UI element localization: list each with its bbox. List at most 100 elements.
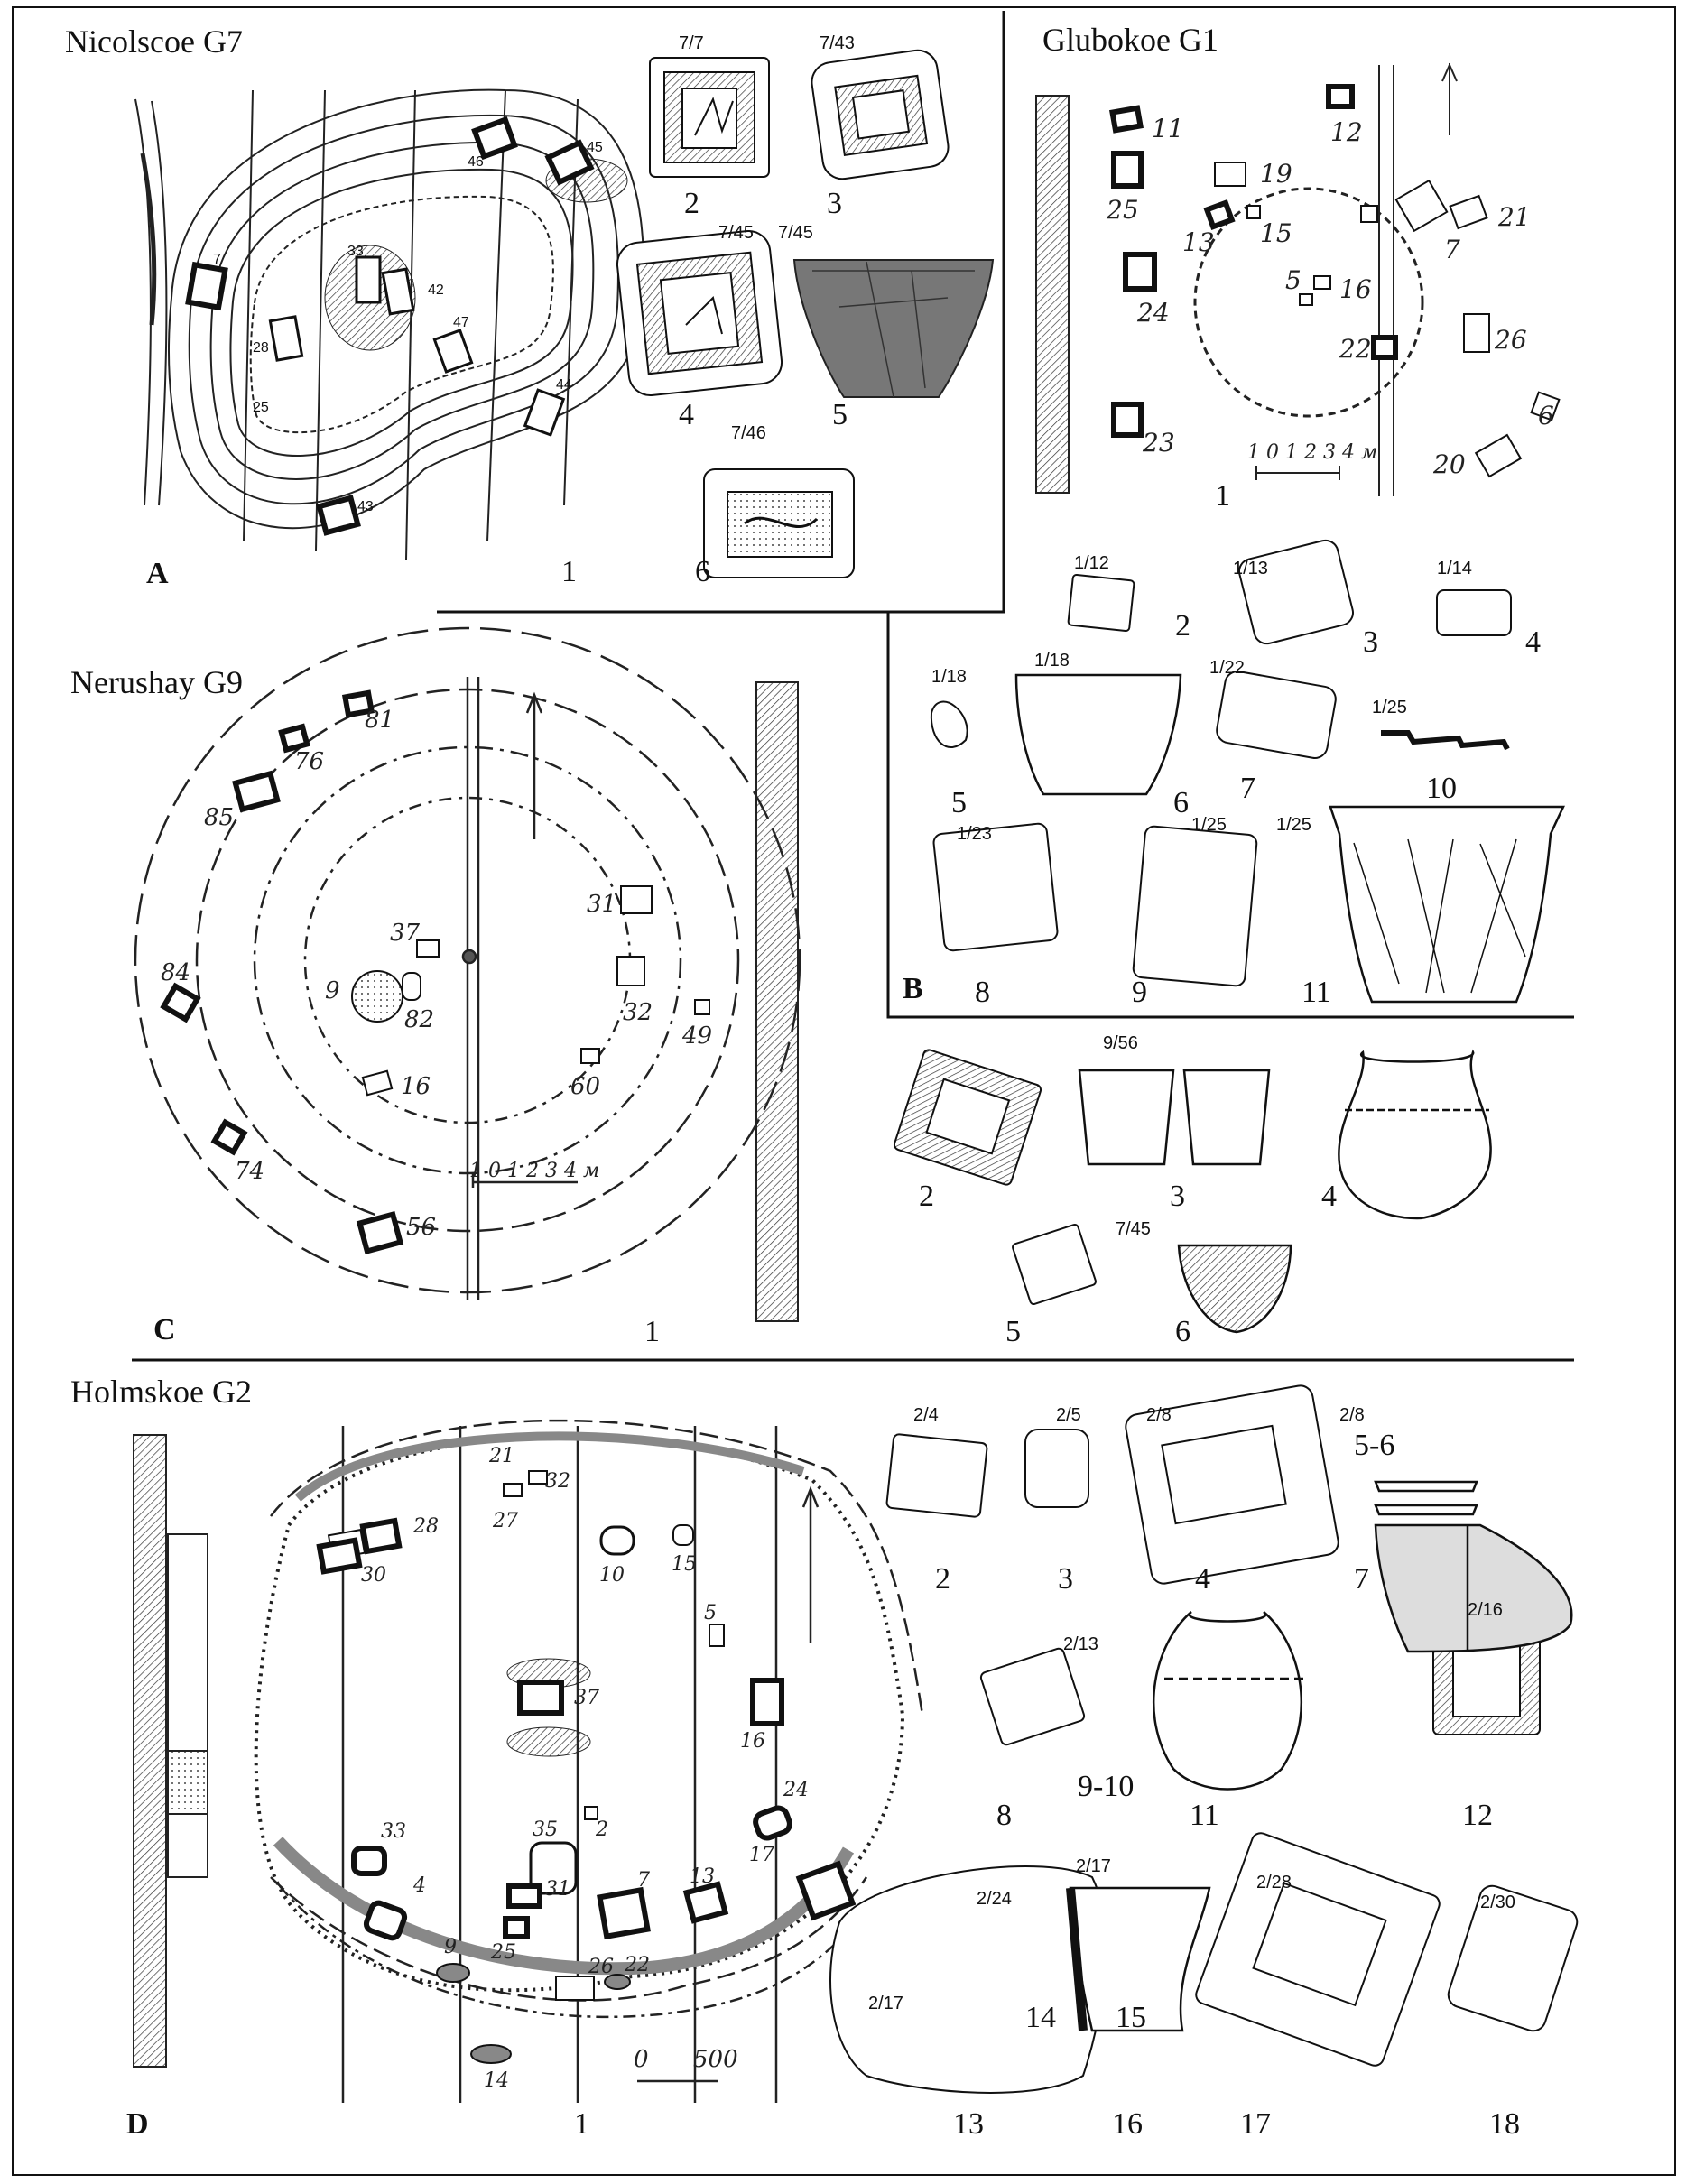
- panel-letter-b: B: [903, 972, 923, 1005]
- caption-d: 2/5: [1056, 1405, 1081, 1425]
- grave-num-d: 32: [545, 1470, 570, 1493]
- grave-num-d: 35: [533, 1818, 558, 1841]
- ditch-d: [273, 1431, 855, 1976]
- grave-a-47: [432, 329, 474, 374]
- fig-label-d: 5-6: [1354, 1429, 1394, 1462]
- grave-num-d: 14: [484, 2069, 509, 2092]
- fig-label-c: 3: [1170, 1180, 1185, 1213]
- caption-b: 1/12: [1074, 553, 1109, 573]
- site-name-b: Glubokoe G1: [1042, 22, 1218, 58]
- grave-num-c: 74: [235, 1158, 264, 1185]
- site-name-a: Nicolscoe G7: [65, 23, 243, 60]
- panel-a: Nicolscoe G7 A: [65, 23, 995, 590]
- grave-num-c: 81: [365, 707, 394, 734]
- caption-a: 7/46: [731, 423, 766, 443]
- fig-labels-b: 1 2 3 4 5 6 7 8 9 10 11: [951, 479, 1541, 1009]
- fig-label-b: 6: [1173, 786, 1189, 819]
- grave-num-c: 84: [161, 959, 190, 986]
- fig-label-d: 1: [574, 2107, 589, 2141]
- caption-d: 2/30: [1480, 1892, 1515, 1912]
- scale-c: 1 0 1 2 3 4 м: [469, 1160, 599, 1182]
- fig-label-a: 2: [684, 187, 699, 220]
- grave-num-d: 33: [381, 1820, 406, 1843]
- panel-dividers: [132, 11, 1574, 1362]
- panel-c: Nerushay G9 C: [70, 626, 1492, 1348]
- caption-b: 1/13: [1233, 559, 1268, 578]
- grave-num-a: 45: [587, 140, 603, 155]
- grave-num-b: 11: [1152, 114, 1184, 143]
- grave-num-c: 49: [681, 1023, 712, 1050]
- grave-num-c: 82: [404, 1006, 434, 1033]
- grave-drawings-d: [829, 1384, 1579, 2094]
- mound-plan-c: [134, 626, 801, 1300]
- grave-num-b: 20: [1432, 449, 1466, 479]
- graves-b: [1109, 84, 1561, 478]
- caption-b: 1/18: [931, 667, 967, 687]
- fig-label-b: 7: [1240, 772, 1255, 805]
- fig-captions-d: 2/4 2/5 2/8 2/8 2/13 2/16 2/24 2/17 2/17…: [868, 1405, 1515, 2013]
- fig-label-c: 5: [1005, 1315, 1021, 1348]
- fig-label-d: 2: [935, 1562, 950, 1596]
- caption-d: 2/17: [1076, 1856, 1111, 1876]
- caption-a: 7/43: [820, 33, 855, 53]
- grave-num-b: 6: [1538, 401, 1554, 430]
- grave-num-d: 37: [574, 1687, 599, 1709]
- grave-num-d: 16: [740, 1730, 765, 1753]
- scale-d-start: 0: [634, 2046, 649, 2073]
- panel-letter-c: C: [153, 1313, 176, 1346]
- grave-num-a: 46: [468, 154, 484, 170]
- grave-num-a: 42: [428, 282, 444, 298]
- grave-num-a: 25: [253, 400, 269, 415]
- grave-num-b: 25: [1106, 195, 1139, 225]
- grave-drawings-b: [930, 539, 1512, 987]
- grave-a-28: [268, 315, 304, 362]
- fig-label-a: 4: [679, 398, 694, 431]
- caption-b: 1/14: [1437, 559, 1472, 578]
- fig-label-b: 9: [1132, 976, 1147, 1009]
- panel-b: Glubokoe G1 B: [903, 22, 1565, 1009]
- grave-num-b: 12: [1330, 117, 1363, 147]
- grave-num-a: 7: [213, 252, 221, 267]
- fig-label-b: 11: [1302, 976, 1331, 1009]
- grave-num-c: 31: [587, 891, 616, 918]
- vessels-b: [1014, 673, 1565, 1004]
- grave-num-d: 26: [588, 1956, 614, 1978]
- caption-b: 1/23: [957, 824, 992, 844]
- site-name-d: Holmskoe G2: [70, 1374, 252, 1410]
- panel-letter-d: D: [126, 2107, 149, 2141]
- grave-num-c: 60: [570, 1073, 600, 1100]
- grave-num-a: 44: [556, 377, 572, 393]
- grave-num-b: 7: [1444, 235, 1460, 264]
- caption-a: 7/7: [679, 33, 704, 53]
- fig-label-b: 3: [1363, 625, 1378, 659]
- fig-label-b: 8: [975, 976, 990, 1009]
- grave-a-33: [355, 255, 382, 304]
- grave-a-46: [471, 116, 518, 161]
- fig-label-b: 4: [1525, 625, 1541, 659]
- grave-a-7: [185, 261, 228, 311]
- fig-label-a: 5: [832, 398, 848, 431]
- grave-a-44: [523, 388, 566, 437]
- grave-num-c: 32: [623, 999, 653, 1026]
- scale-b: 1 0 1 2 3 4 м: [1247, 441, 1377, 464]
- fig-label-c: 1: [644, 1315, 660, 1348]
- grave-numbers-a: 7 33 42 45 46 28 47 25 44 43: [213, 140, 603, 514]
- fig-label-d: 3: [1058, 1562, 1073, 1596]
- grave-num-b: 24: [1136, 298, 1170, 328]
- grave-num-d: 13: [690, 1865, 715, 1888]
- caption-d: 2/28: [1256, 1873, 1292, 1892]
- grave-num-a: 47: [453, 315, 469, 330]
- grave-num-b: 26: [1494, 325, 1527, 355]
- caption-d: 2/24: [977, 1889, 1012, 1909]
- grave-num-d: 9: [444, 1936, 457, 1958]
- fig-label-d: 15: [1116, 2001, 1146, 2034]
- grave-num-b: 13: [1182, 227, 1215, 257]
- fig-label-d: 11: [1190, 1799, 1219, 1832]
- caption-d: 2/16: [1468, 1600, 1503, 1620]
- grave-numbers-b: 11 12 25 19 13 15 7 21 5 16 24 22 26 6 2…: [1106, 114, 1554, 479]
- fig-label-d: 4: [1195, 1562, 1210, 1596]
- grave-num-d: 27: [492, 1510, 518, 1532]
- vessels-c: [1078, 1049, 1492, 1334]
- fig-label-c: 4: [1321, 1180, 1337, 1213]
- grave-num-d: 17: [749, 1844, 774, 1866]
